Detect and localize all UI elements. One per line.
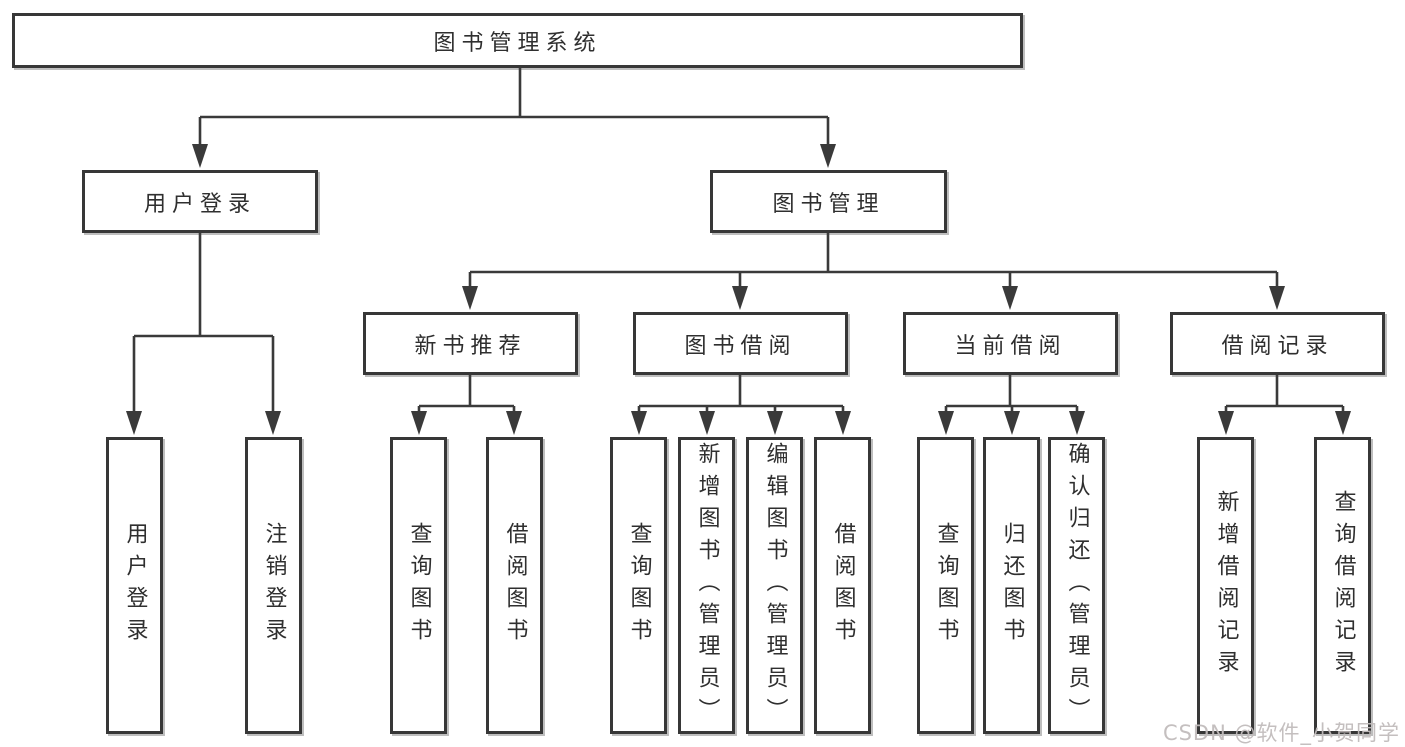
node-label: 借阅图书 xyxy=(502,521,528,650)
node-user-login: 用户登录 xyxy=(82,170,318,233)
arrowheads xyxy=(126,144,1351,435)
leaf-query-books-current: 查询图书 xyxy=(917,437,974,734)
node-label: 注销登录 xyxy=(261,521,287,650)
leaf-query-books-borrowing: 查询图书 xyxy=(610,437,667,734)
watermark: CSDN @软件_小贺同学 xyxy=(1162,721,1400,745)
node-book-management: 图书管理 xyxy=(710,170,947,233)
node-label: 借阅记录 xyxy=(1221,333,1334,359)
node-label: 新书推荐 xyxy=(414,333,527,359)
node-current-borrowing: 当前借阅 xyxy=(903,312,1118,375)
node-label: 图书管理 xyxy=(772,191,885,217)
node-label: 查询图书 xyxy=(406,521,432,650)
leaf-query-books-recommend: 查询图书 xyxy=(390,437,447,734)
node-label: 用户登录 xyxy=(122,521,148,650)
node-label: 当前借阅 xyxy=(954,333,1067,359)
node-borrowing-records: 借阅记录 xyxy=(1170,312,1385,375)
node-label: 查询借阅记录 xyxy=(1330,489,1356,682)
leaf-confirm-return-admin: 确认归还（管理员） xyxy=(1048,437,1105,734)
leaf-borrow-books-borrowing: 借阅图书 xyxy=(814,437,871,734)
leaf-return-books: 归还图书 xyxy=(983,437,1040,734)
leaf-borrow-books-recommend: 借阅图书 xyxy=(486,437,543,734)
leaf-query-borrow-record: 查询借阅记录 xyxy=(1314,437,1371,734)
node-label: 归还图书 xyxy=(999,521,1025,650)
leaf-edit-books-admin: 编辑图书（管理员） xyxy=(746,437,803,734)
node-label: 图书管理系统 xyxy=(433,30,602,56)
node-label: 查询图书 xyxy=(933,521,959,650)
node-label: 用户登录 xyxy=(143,191,256,217)
node-library-management-system: 图书管理系统 xyxy=(12,13,1023,68)
node-label: 借阅图书 xyxy=(830,521,856,650)
leaf-add-books-admin: 新增图书（管理员） xyxy=(678,437,735,734)
node-label: 新增图书（管理员） xyxy=(694,441,720,730)
leaf-logout: 注销登录 xyxy=(245,437,302,734)
node-label: 图书借阅 xyxy=(684,333,797,359)
node-new-book-recommendation: 新书推荐 xyxy=(363,312,578,375)
leaf-user-login: 用户登录 xyxy=(106,437,163,734)
node-label: 新增借阅记录 xyxy=(1213,489,1239,682)
node-book-borrowing: 图书借阅 xyxy=(633,312,848,375)
leaf-add-borrow-record: 新增借阅记录 xyxy=(1197,437,1254,734)
node-label: 确认归还（管理员） xyxy=(1064,441,1090,730)
node-label: 编辑图书（管理员） xyxy=(762,441,788,730)
node-label: 查询图书 xyxy=(626,521,652,650)
